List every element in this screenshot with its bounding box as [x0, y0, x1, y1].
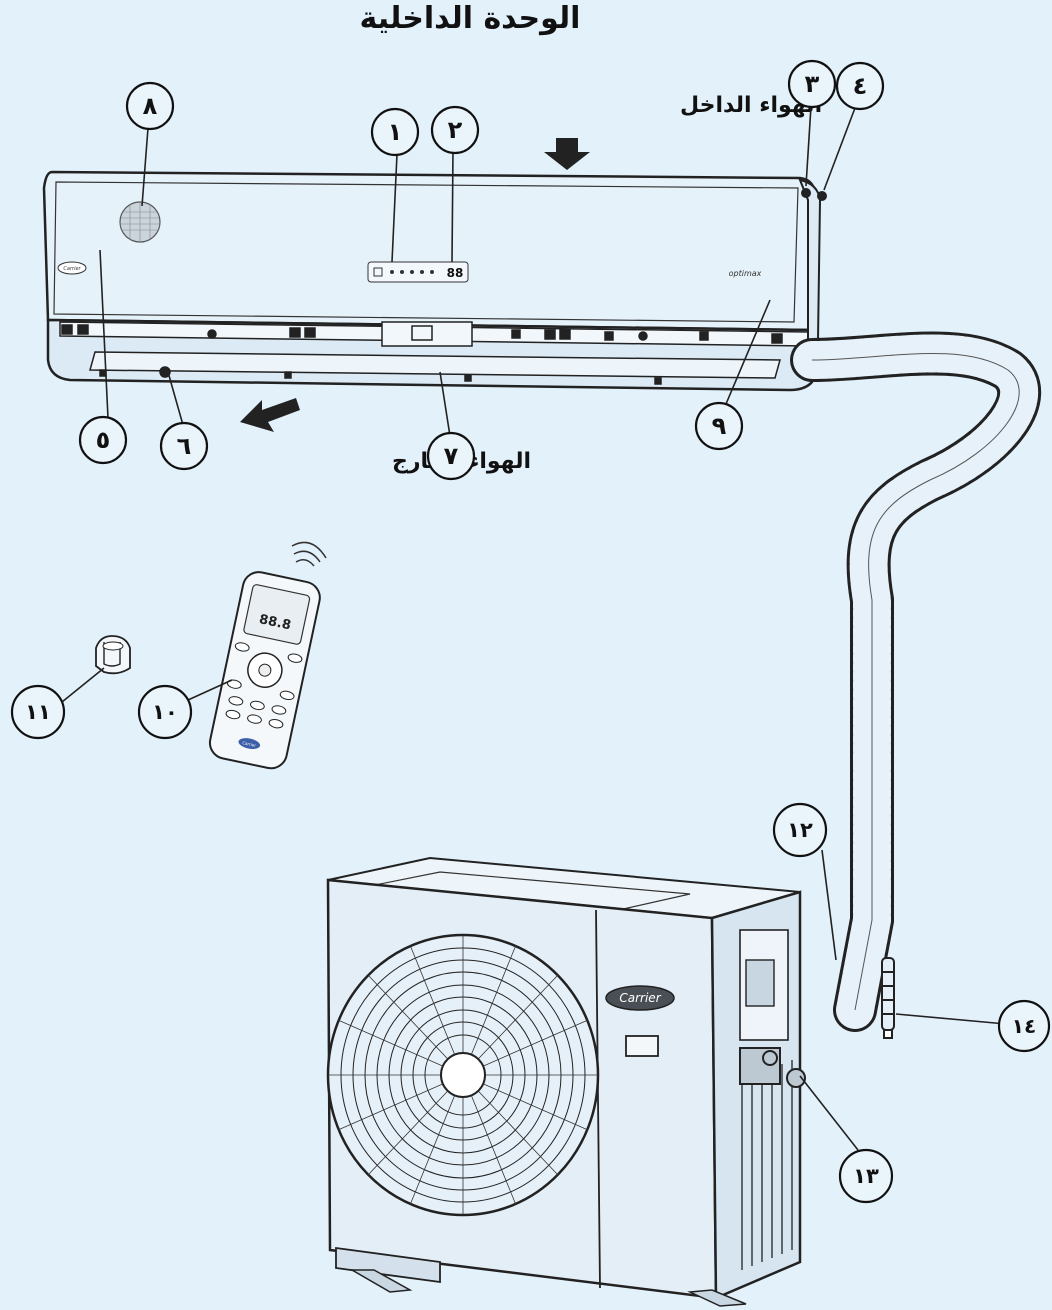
indoor-display-readout: 88 — [447, 266, 464, 280]
svg-text:١١: ١١ — [25, 700, 51, 724]
svg-text:١٢: ١٢ — [787, 818, 813, 842]
outdoor-brand-badge: Carrier — [619, 991, 661, 1005]
remote-holder — [95, 635, 131, 675]
callout-10: ١٠ — [137, 684, 193, 740]
callout-14: ١٤ — [997, 999, 1051, 1053]
remote-control: 88.8 Carrier — [208, 571, 321, 770]
svg-text:٩: ٩ — [712, 412, 727, 440]
indoor-brand-badge: Carrier — [63, 266, 81, 272]
callout-6: ٦ — [159, 421, 209, 471]
callout-9: ٩ — [694, 401, 744, 451]
fan-grille — [326, 933, 600, 1217]
callout-3: ٣ — [787, 59, 837, 109]
svg-text:٨: ٨ — [143, 92, 158, 120]
indoor-model-badge: optimax — [729, 269, 762, 278]
outdoor-unit: Carrier — [326, 856, 806, 1307]
svg-text:١: ١ — [388, 118, 403, 146]
indoor-unit: Carrier 88 optimax — [42, 170, 827, 392]
svg-text:٤: ٤ — [853, 72, 868, 100]
callout-7: ٧ — [426, 431, 476, 481]
callout-13: ١٣ — [838, 1148, 894, 1204]
air-out-arrow — [240, 398, 300, 432]
svg-text:٦: ٦ — [177, 432, 192, 460]
callout-4: ٤ — [835, 61, 885, 111]
callout-8: ٨ — [125, 81, 175, 131]
svg-text:١٠: ١٠ — [152, 700, 178, 724]
callout-12: ١٢ — [772, 802, 828, 858]
callout-2: ٢ — [430, 105, 480, 155]
pipe-bundle — [790, 331, 1042, 1032]
leader-lines — [61, 105, 1007, 1151]
air-in-arrow — [544, 138, 590, 170]
diagram-title: الوحدة الداخلية — [360, 1, 581, 36]
svg-text:٢: ٢ — [448, 116, 463, 144]
drain-hose — [881, 957, 895, 1039]
callout-11: ١١ — [10, 684, 66, 740]
svg-text:٥: ٥ — [96, 426, 111, 454]
svg-text:٣: ٣ — [805, 70, 820, 98]
svg-text:٧: ٧ — [444, 442, 459, 470]
svg-text:١٣: ١٣ — [853, 1164, 879, 1188]
callout-1: ١ — [370, 107, 420, 157]
remote-brand-badge: Carrier — [242, 740, 257, 748]
callout-5: ٥ — [78, 415, 128, 465]
remote-signal-icon — [291, 541, 327, 567]
remote-display-readout: 88.8 — [258, 612, 292, 633]
svg-text:١٤: ١٤ — [1012, 1014, 1036, 1038]
